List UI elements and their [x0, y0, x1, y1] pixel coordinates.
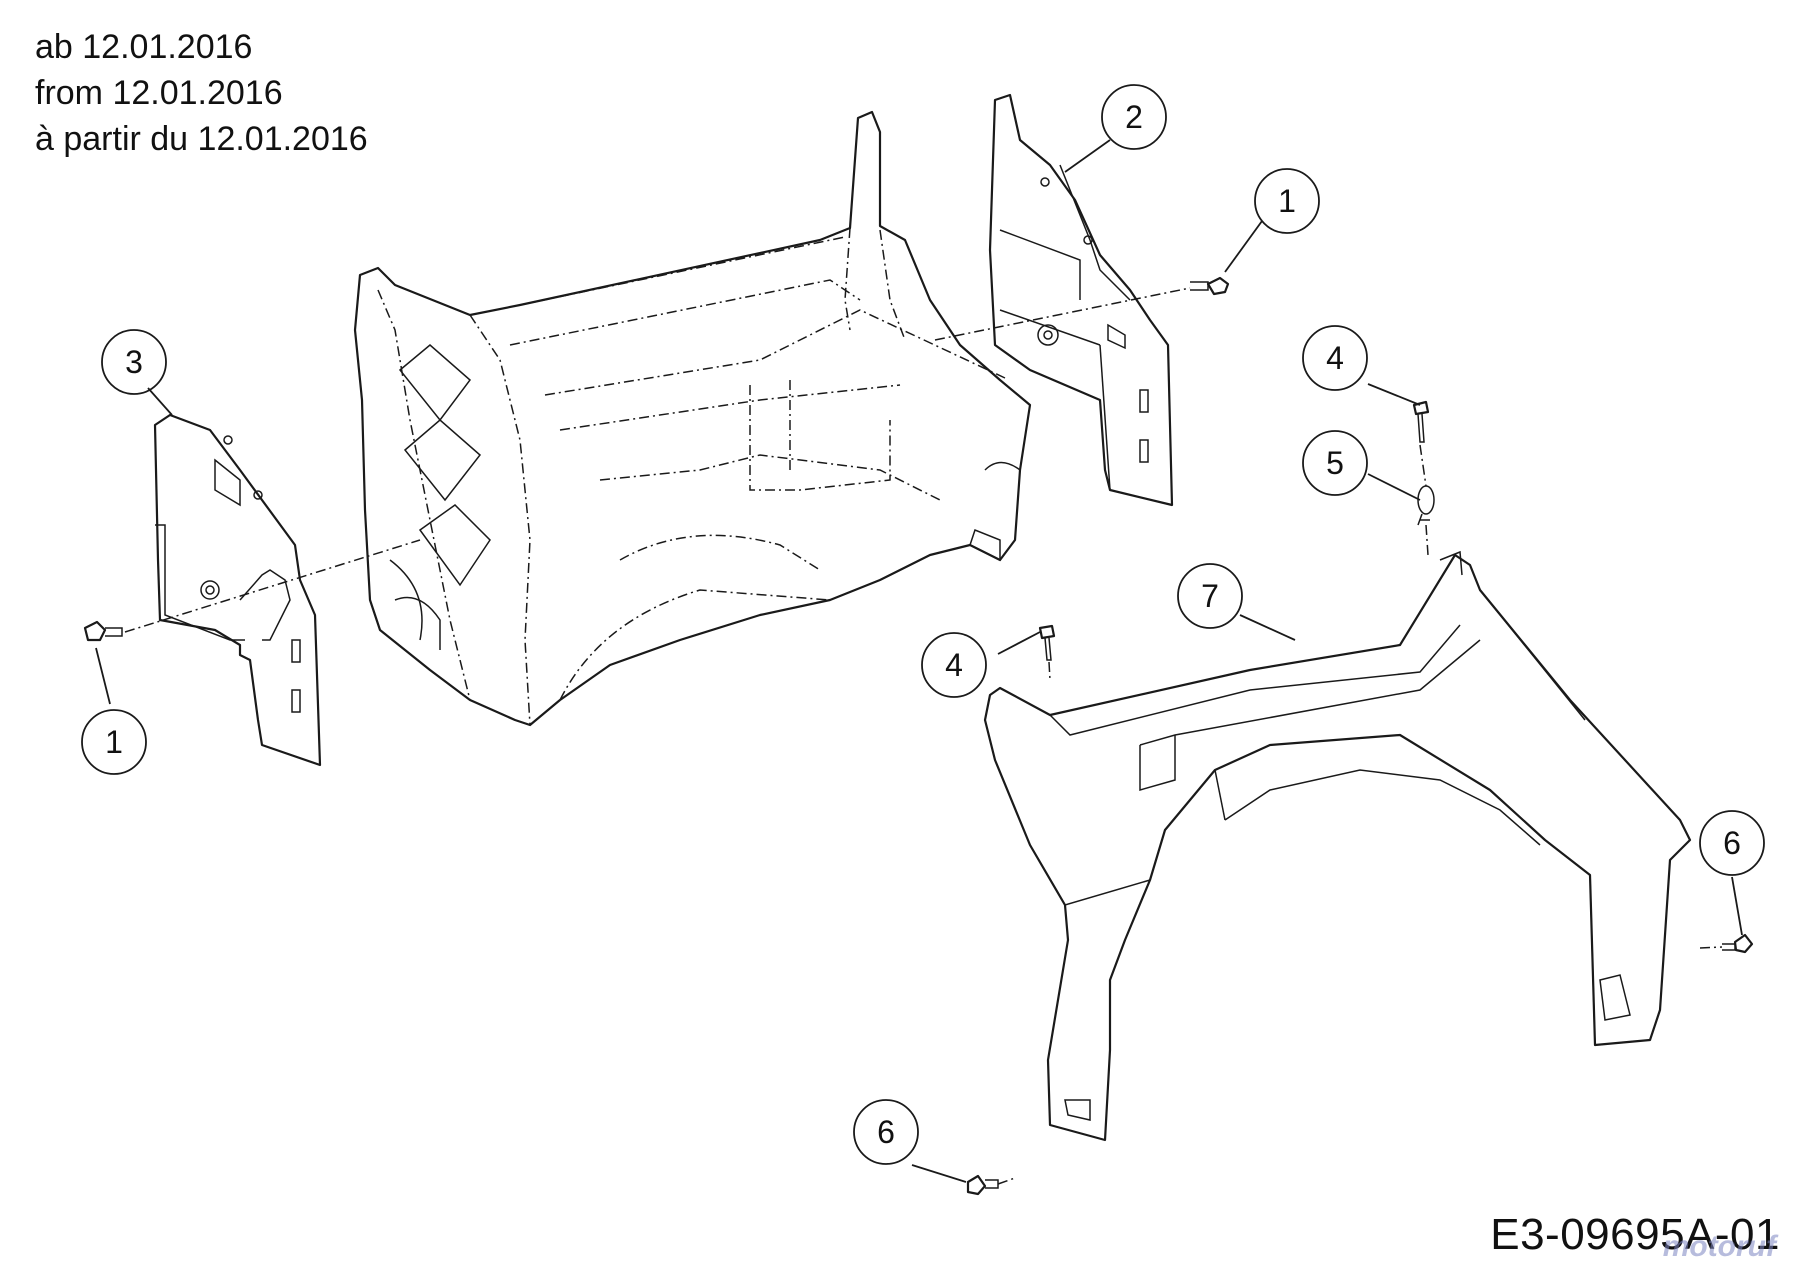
callout-number: 3 [125, 344, 143, 380]
part-6-screw-bottom [966, 1174, 999, 1196]
validity-date-german: ab 12.01.2016 [35, 28, 253, 66]
callout-3: 3 [101, 329, 167, 395]
callout-number: 6 [877, 1114, 895, 1150]
callout-1-left: 1 [81, 709, 147, 775]
callout-number: 2 [1125, 99, 1143, 135]
callout-number: 1 [105, 724, 123, 760]
watermark-logo: motoruf [1662, 1230, 1776, 1263]
callout-6-bottom: 6 [853, 1099, 919, 1165]
validity-date-english: from 12.01.2016 [35, 74, 283, 112]
part-1-screw-right [1190, 276, 1230, 296]
callout-number: 4 [1326, 340, 1344, 376]
drawing-code: E3-09695A-01 [1490, 1210, 1780, 1259]
callout-7: 7 [1177, 563, 1243, 629]
part-1-screw-left [83, 620, 123, 642]
mower-housing-frame [353, 110, 1032, 727]
callout-6-right: 6 [1699, 810, 1765, 876]
callout-number: 4 [945, 647, 963, 683]
callout-5: 5 [1302, 430, 1368, 496]
callout-number: 7 [1201, 578, 1219, 614]
callout-2: 2 [1101, 84, 1167, 150]
part-3-left-bracket [153, 413, 322, 767]
part-7-lower-cover [983, 550, 1692, 1142]
part-2-right-bracket [988, 93, 1174, 507]
callout-4-top: 4 [1302, 325, 1368, 391]
validity-date-french: à partir du 12.01.2016 [35, 120, 368, 158]
part-4-pin-mid [1038, 624, 1056, 661]
callout-1-right: 1 [1254, 168, 1320, 234]
part-6-screw-right [1722, 933, 1754, 954]
callout-number: 1 [1278, 183, 1296, 219]
callout-4-mid: 4 [921, 632, 987, 698]
part-5-clip [1417, 485, 1435, 526]
callout-number: 6 [1723, 825, 1741, 861]
callout-number: 5 [1326, 445, 1344, 481]
part-4-pin-top [1412, 400, 1430, 443]
